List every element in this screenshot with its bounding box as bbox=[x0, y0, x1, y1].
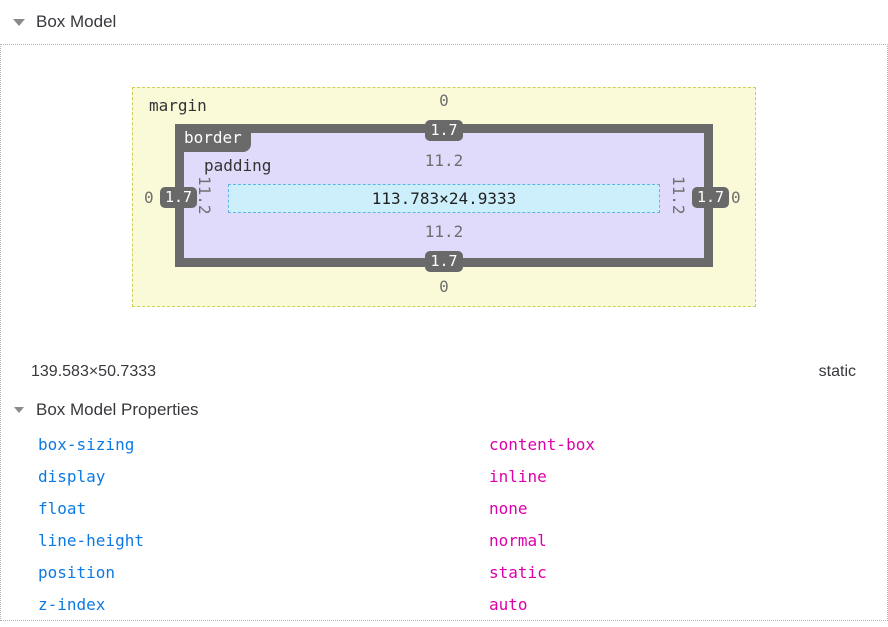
border-bottom-value[interactable]: 1.7 bbox=[425, 251, 463, 272]
panel-title: Box Model bbox=[36, 12, 117, 31]
property-name: box-sizing bbox=[38, 435, 135, 454]
margin-right-value[interactable]: 0 bbox=[731, 188, 741, 207]
padding-top-value[interactable]: 11.2 bbox=[424, 151, 464, 170]
margin-label: margin bbox=[149, 96, 207, 115]
property-value: content-box bbox=[489, 435, 595, 454]
border-right-value[interactable]: 1.7 bbox=[692, 187, 730, 208]
border-left-value[interactable]: 1.7 bbox=[160, 187, 198, 208]
property-value: inline bbox=[489, 467, 547, 486]
property-row: line-height normal bbox=[1, 525, 887, 557]
element-position: static bbox=[818, 363, 856, 380]
property-value: none bbox=[489, 499, 528, 518]
element-dimensions: 139.583×50.7333 bbox=[31, 363, 157, 380]
box-model-diagram: 113.783×24.9333 margin border padding 0 … bbox=[132, 87, 756, 307]
property-value: normal bbox=[489, 531, 547, 550]
property-row: float none bbox=[1, 493, 887, 525]
property-name: line-height bbox=[38, 531, 144, 550]
border-label: border bbox=[175, 124, 251, 152]
property-row: display inline bbox=[1, 461, 887, 493]
property-name: display bbox=[38, 467, 106, 486]
properties-list: box-sizing content-box display inline fl… bbox=[1, 429, 887, 621]
collapse-arrow-icon[interactable] bbox=[13, 18, 25, 26]
box-model-main: 113.783×24.9333 margin border padding 0 … bbox=[0, 44, 888, 621]
padding-left-value[interactable]: 11.2 bbox=[195, 176, 214, 215]
property-name: float bbox=[38, 499, 87, 518]
collapse-arrow-icon[interactable] bbox=[14, 407, 24, 413]
padding-right-value[interactable]: 11.2 bbox=[669, 176, 688, 215]
property-value: static bbox=[489, 563, 547, 582]
padding-bottom-value[interactable]: 11.2 bbox=[424, 222, 464, 241]
content-dimensions: 113.783×24.9333 bbox=[371, 189, 517, 208]
property-name: position bbox=[38, 563, 116, 582]
box-model-properties-header[interactable]: Box Model Properties bbox=[14, 400, 199, 420]
content-region[interactable]: 113.783×24.9333 bbox=[228, 184, 660, 213]
border-top-value[interactable]: 1.7 bbox=[425, 120, 463, 141]
margin-bottom-value[interactable]: 0 bbox=[439, 277, 449, 296]
property-row: position static bbox=[1, 557, 887, 589]
property-name: z-index bbox=[38, 595, 106, 614]
margin-left-value[interactable]: 0 bbox=[144, 188, 154, 207]
box-model-section-header[interactable]: Box Model bbox=[0, 0, 888, 44]
property-row: z-index auto bbox=[1, 589, 887, 621]
property-value: auto bbox=[489, 595, 528, 614]
element-summary: 139.583×50.7333 static bbox=[31, 363, 856, 381]
margin-top-value[interactable]: 0 bbox=[439, 91, 449, 110]
padding-label: padding bbox=[204, 156, 272, 175]
property-row: box-sizing content-box bbox=[1, 429, 887, 461]
properties-title: Box Model Properties bbox=[36, 400, 199, 419]
